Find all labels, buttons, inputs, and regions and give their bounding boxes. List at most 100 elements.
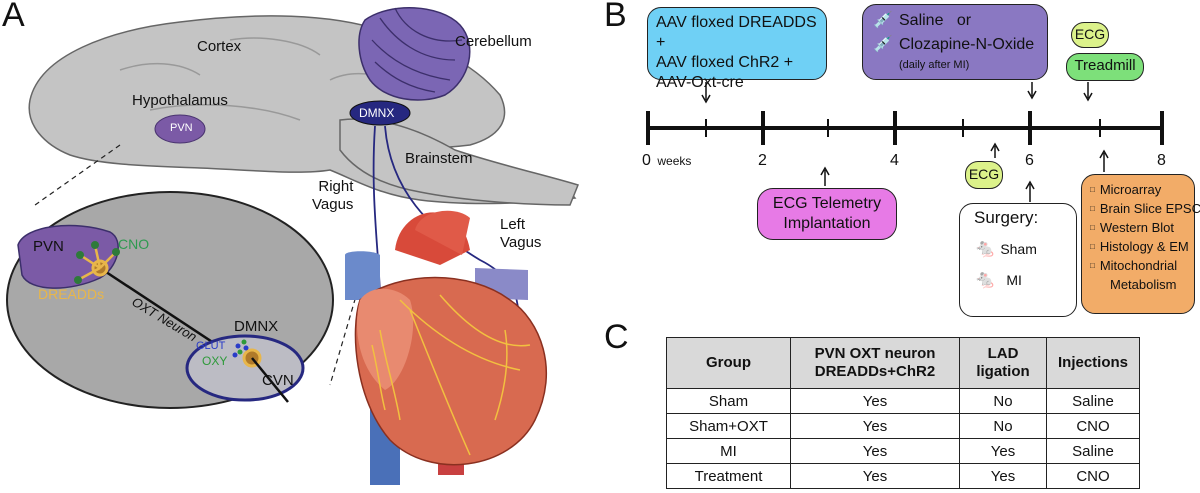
virus-line-1: AAV floxed DREADDS + xyxy=(656,14,817,51)
telemetry-box: ECG Telemetry Implantation xyxy=(757,188,897,240)
surgery-title: Surgery: xyxy=(974,208,1039,227)
table-row: Sham Yes No Saline xyxy=(666,388,1140,414)
oxy-label: OXY xyxy=(202,354,228,368)
glut-label: GLUT xyxy=(196,340,226,352)
brainstem-shape xyxy=(339,118,580,206)
table-cell: MI xyxy=(666,438,791,464)
assay-list: Microarray Brain Slice EPSC Western Blot… xyxy=(1090,180,1200,275)
left-vagus-line-2: Vagus xyxy=(500,234,542,251)
assay-item: Western Blot xyxy=(1090,218,1194,237)
dreadds-label: DREADDs xyxy=(38,286,105,302)
tick-label-6: 6 xyxy=(1025,152,1034,169)
cortex-label: Cortex xyxy=(197,38,242,55)
dmnx-region xyxy=(349,100,411,126)
table-cell: No xyxy=(959,388,1047,414)
table-cell: No xyxy=(959,413,1047,439)
mouse-icon: 🐁 xyxy=(974,238,997,258)
table-cell: Saline xyxy=(1046,438,1140,464)
injection-box: 💉 💉 Saline or Clozapine-N-Oxide (daily a… xyxy=(862,4,1048,80)
table-row: Sham+OXT Yes No CNO xyxy=(666,413,1140,439)
pvn-region xyxy=(154,114,206,144)
surgery-sham-row: 🐁 Sham xyxy=(974,238,1076,259)
table-cell: CNO xyxy=(1046,463,1140,489)
virus-line-3: AAV-Oxt-cre xyxy=(656,74,744,91)
header-group-text: Group xyxy=(706,354,751,371)
syringe-icon: 💉 xyxy=(873,36,893,53)
cno-label: CNO xyxy=(118,236,150,252)
tick-label-0: 0 weeks xyxy=(642,152,691,170)
brainstem-label: Brainstem xyxy=(405,150,473,167)
dmnx-label: DMNX xyxy=(359,106,395,120)
table-cell: Yes xyxy=(790,388,960,414)
assay-item: Histology & EM xyxy=(1090,237,1194,256)
telemetry-line-1: ECG Telemetry xyxy=(772,195,882,212)
left-vagus-line-1: Left xyxy=(500,216,526,233)
table-cell: Yes xyxy=(790,463,960,489)
header-group: Group xyxy=(666,337,791,389)
ecg-top-box: ECG xyxy=(1071,22,1109,48)
virus-line-2: AAV floxed ChR2 + xyxy=(656,54,794,71)
left-vagus-label: Left Vagus xyxy=(500,216,541,252)
ecg-mid-box: ECG xyxy=(965,161,1003,189)
cvn-label: CVN xyxy=(262,372,294,389)
table-cell: Treatment xyxy=(666,463,791,489)
mi-label: MI xyxy=(1006,272,1022,288)
header-injections-text: Injections xyxy=(1057,354,1128,371)
inset-pvn-label: PVN xyxy=(33,238,64,255)
mouse-icon: 🐁 xyxy=(974,269,997,289)
table-row: MI Yes Yes Saline xyxy=(666,438,1140,464)
table-cell: CNO xyxy=(1046,413,1140,439)
table-cell: Yes xyxy=(790,413,960,439)
assays-box: Microarray Brain Slice EPSC Western Blot… xyxy=(1081,174,1200,314)
heart-shape xyxy=(345,210,548,485)
header-lad-line-1: LAD xyxy=(987,345,1019,362)
header-dreadds-line-2: DREADDs+ChR2 xyxy=(814,363,936,380)
timeline-axis xyxy=(646,82,1164,202)
assay-item: Microarray xyxy=(1090,180,1194,199)
sham-label: Sham xyxy=(1000,241,1037,257)
header-lad-line-2: ligation xyxy=(976,363,1030,380)
header-injections: Injections xyxy=(1046,337,1140,389)
panel-label-c: C xyxy=(604,318,629,356)
panel-label-a: A xyxy=(2,0,25,34)
table-row: Treatment Yes Yes CNO xyxy=(666,463,1140,489)
surgery-box: Surgery: 🐁 Sham 🐁 MI xyxy=(959,203,1077,317)
table-cell: Sham xyxy=(666,388,791,414)
tick-label-8: 8 xyxy=(1157,152,1166,169)
assay-item: Mitochondrial xyxy=(1090,256,1194,275)
panel-label-b: B xyxy=(604,0,627,34)
tick-label-2: 2 xyxy=(758,152,767,169)
virus-injection-box: AAV floxed DREADDS + AAV floxed ChR2 + A… xyxy=(647,7,827,91)
right-vagus-line-2: Vagus xyxy=(312,196,354,213)
injection-line-2: Clozapine-N-Oxide xyxy=(899,36,1035,53)
tick-0-value: 0 xyxy=(642,152,651,169)
assay-item-continuation: Metabolism xyxy=(1110,277,1177,292)
treadmill-box: Treadmill xyxy=(1066,53,1144,81)
table-cell: Sham+OXT xyxy=(666,413,791,439)
surgery-mi-row: 🐁 MI xyxy=(974,269,1076,290)
injection-line-1: Saline or xyxy=(899,12,972,29)
right-vagus-label: Right Vagus xyxy=(312,178,353,214)
telemetry-line-2: Implantation xyxy=(783,215,871,232)
injection-note: (daily after MI) xyxy=(899,59,970,71)
table-cell: Yes xyxy=(959,463,1047,489)
table-cell: Yes xyxy=(959,438,1047,464)
tick-label-4: 4 xyxy=(890,152,899,169)
inset-dmnx-label: DMNX xyxy=(234,318,279,335)
pvn-label: PVN xyxy=(170,122,193,134)
syringe-icon: 💉 xyxy=(873,12,893,29)
table-cell: Saline xyxy=(1046,388,1140,414)
header-dreadds-line-1: PVN OXT neuron xyxy=(814,345,936,362)
assay-item: Brain Slice EPSC xyxy=(1090,199,1200,218)
weeks-unit: weeks xyxy=(657,154,692,168)
cerebellum-label: Cerebellum xyxy=(455,33,532,50)
right-vagus-line-1: Right xyxy=(318,178,354,195)
brain-heart-illustration xyxy=(6,7,580,485)
table-cell: Yes xyxy=(790,438,960,464)
hypothalamus-label: Hypothalamus xyxy=(132,92,228,109)
cerebellum-shape xyxy=(358,7,471,101)
